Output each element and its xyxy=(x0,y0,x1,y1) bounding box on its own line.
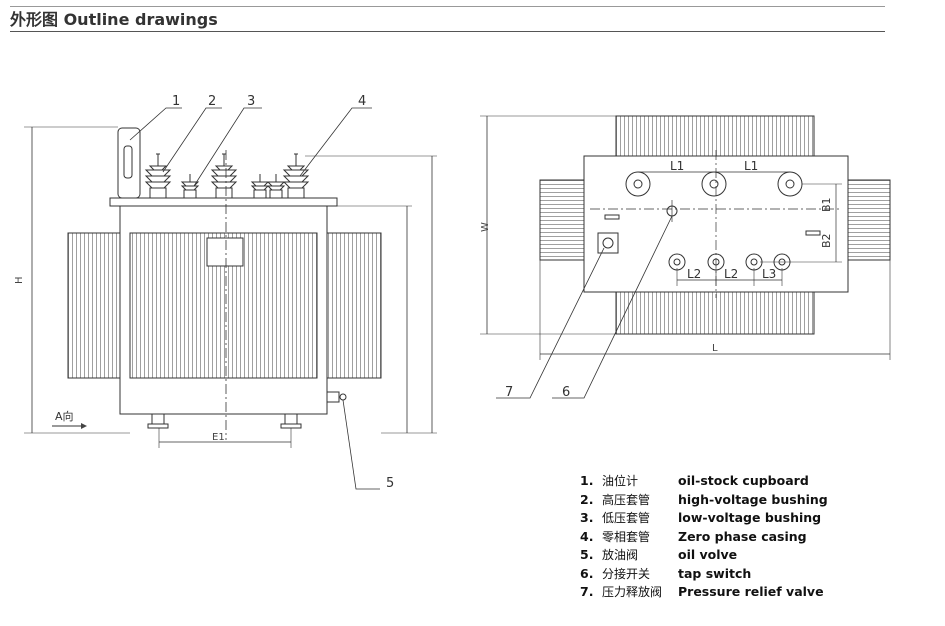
hv-bushings xyxy=(144,153,310,198)
bottom-radiator xyxy=(615,291,815,335)
callout-4: 4 xyxy=(358,94,366,109)
callout-7: 7 xyxy=(505,385,513,400)
left-radiator xyxy=(67,232,121,379)
left-foot xyxy=(147,414,169,429)
dim-l1-a-label: L1 xyxy=(670,159,684,173)
left-side-radiator xyxy=(539,179,585,261)
front-leaders xyxy=(129,107,380,490)
lv-bushings xyxy=(180,174,286,198)
dim-l2-a-label: L2 xyxy=(687,267,701,281)
view-a-label: A向 xyxy=(55,409,74,423)
front-view xyxy=(24,107,437,490)
right-radiator xyxy=(326,232,382,379)
dim-b1-label: B1 xyxy=(820,197,833,212)
dim-e1-label: E1 xyxy=(212,432,225,443)
dim-l-label: L xyxy=(712,343,718,354)
dim-l3-label: L3 xyxy=(762,267,776,281)
top-leaders xyxy=(496,215,673,399)
pressure-relief-valve xyxy=(597,232,619,254)
callout-2: 2 xyxy=(208,94,216,109)
callout-5: 5 xyxy=(386,476,394,491)
dim-b2-label: B2 xyxy=(820,233,833,248)
header-bottom-rule xyxy=(10,31,885,32)
top-radiator xyxy=(615,115,815,157)
dim-w-label: W xyxy=(480,222,491,232)
oil-valve xyxy=(326,391,340,403)
tank-cover xyxy=(109,197,338,207)
page-title: 外形图 Outline drawings xyxy=(10,10,218,29)
top-view xyxy=(480,115,891,399)
right-side-radiator xyxy=(847,179,891,261)
right-foot xyxy=(280,414,302,429)
callout-1: 1 xyxy=(172,94,180,109)
dim-l1-b-label: L1 xyxy=(744,159,758,173)
callout-6: 6 xyxy=(562,385,570,400)
callout-3: 3 xyxy=(247,94,255,109)
oil-gauge xyxy=(117,127,141,199)
dim-h-label: H xyxy=(14,276,25,284)
header-top-rule xyxy=(10,6,885,7)
header-bar: 外形图 Outline drawings xyxy=(0,0,900,36)
dim-l2-b-label: L2 xyxy=(724,267,738,281)
